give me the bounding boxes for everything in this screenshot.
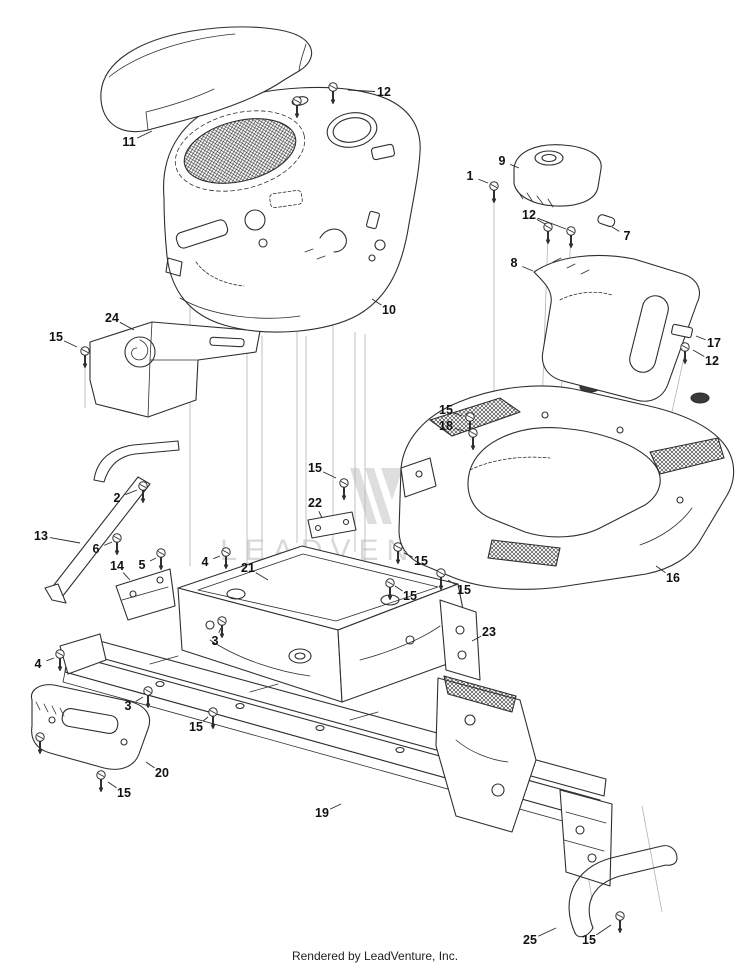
callout-labels: 12 11 9 1 12 7 8 10 24 15 17 12 15 18 2 15 22 13 6 14 5 4 21 15… <box>34 85 721 947</box>
part-callout-13: 13 <box>34 529 48 543</box>
leader-line <box>454 412 463 417</box>
leader-line <box>611 226 620 232</box>
part-callout-7: 7 <box>624 229 631 243</box>
leader-line <box>596 924 612 936</box>
callout-leader-lines <box>46 89 706 937</box>
leader-line <box>122 572 131 581</box>
part-callout-25: 25 <box>523 933 537 947</box>
part-callout-20: 20 <box>155 766 169 780</box>
part-callout-14: 14 <box>110 559 124 573</box>
leader-line <box>119 321 135 331</box>
leader-line <box>135 696 144 702</box>
leader-line <box>329 803 342 810</box>
part-16-running-board <box>398 381 735 590</box>
part-25-bumper <box>568 845 678 938</box>
part-callout-12: 12 <box>377 85 391 99</box>
leader-line <box>318 510 323 519</box>
part-callout-18: 18 <box>439 419 453 433</box>
part-callout-21: 21 <box>241 561 255 575</box>
leader-line <box>104 541 113 546</box>
part-callout-4: 4 <box>35 657 42 671</box>
part-10-hood <box>163 86 421 333</box>
part-callout-15: 15 <box>457 583 471 597</box>
part-callout-5: 5 <box>139 558 146 572</box>
part-13-support-brace <box>44 476 151 604</box>
part-callout-10: 10 <box>382 303 396 317</box>
part-callout-6: 6 <box>93 542 100 556</box>
part-callout-4: 4 <box>202 555 209 569</box>
part-callout-12: 12 <box>522 208 536 222</box>
leader-line <box>394 585 403 592</box>
part-callout-23: 23 <box>482 625 496 639</box>
leader-line <box>125 489 138 496</box>
part-callout-19: 19 <box>315 806 329 820</box>
leader-line <box>322 471 337 479</box>
part-22-bracket <box>307 511 357 539</box>
part-19-rear-bracket <box>435 675 537 833</box>
part-17-tab <box>671 323 693 339</box>
part-callout-24: 24 <box>105 311 119 325</box>
part-callout-1: 1 <box>467 169 474 183</box>
leader-line <box>149 557 157 562</box>
leader-line <box>536 219 546 225</box>
part-callout-15: 15 <box>308 461 322 475</box>
part-callout-16: 16 <box>666 571 680 585</box>
leader-line <box>145 761 155 769</box>
leader-line <box>107 781 117 789</box>
part-7-spacer <box>597 214 616 228</box>
leader-line <box>136 130 153 139</box>
footer-credit: Rendered by LeadVenture, Inc. <box>291 949 459 963</box>
leader-line <box>255 572 269 581</box>
leader-line <box>371 298 382 306</box>
leader-line <box>478 178 489 184</box>
part-9-console-cover <box>513 144 602 208</box>
part-callout-3: 3 <box>125 699 132 713</box>
leader-line <box>403 552 414 558</box>
leader-line <box>537 217 567 230</box>
leader-line <box>692 349 705 357</box>
leader-line <box>213 555 221 560</box>
part-8-rear-fender-panel <box>533 254 701 402</box>
leader-line <box>454 427 465 432</box>
part-callout-15: 15 <box>403 589 417 603</box>
part-callout-15: 15 <box>414 554 428 568</box>
leader-line <box>46 657 55 662</box>
leader-line <box>202 716 209 722</box>
leader-line <box>510 164 520 169</box>
part-2-support-rod <box>93 440 180 483</box>
part-callout-15: 15 <box>439 403 453 417</box>
part-callout-2: 2 <box>114 491 121 505</box>
part-11-hood-top <box>100 26 313 133</box>
leader-line <box>63 340 78 348</box>
part-20-skid-bracket <box>30 684 151 770</box>
part-24-heat-shield <box>89 321 261 418</box>
part-14-bracket-plate <box>115 568 176 621</box>
leader-line <box>218 627 222 634</box>
part-callout-11: 11 <box>122 135 135 149</box>
leader-line <box>655 565 666 574</box>
part-21-frame-crossmember <box>177 545 473 703</box>
leader-line <box>471 635 482 642</box>
part-callout-15: 15 <box>49 330 63 344</box>
part-callout-9: 9 <box>499 154 506 168</box>
leader-line <box>522 266 534 272</box>
part-callout-12: 12 <box>705 354 719 368</box>
leader-line <box>347 89 376 92</box>
part-callout-17: 17 <box>707 336 721 350</box>
part-callout-3: 3 <box>212 634 219 648</box>
part-callout-15: 15 <box>582 933 596 947</box>
leader-line <box>49 537 81 544</box>
part-23-side-plate <box>439 599 481 681</box>
leader-line <box>447 579 457 586</box>
leader-line <box>695 335 706 341</box>
leadventure-logo-icon <box>350 468 403 524</box>
part-callout-22: 22 <box>308 496 322 510</box>
part-callout-8: 8 <box>511 256 518 270</box>
leader-line <box>537 927 557 937</box>
part-callout-15: 15 <box>117 786 131 800</box>
part-callout-15: 15 <box>189 720 203 734</box>
